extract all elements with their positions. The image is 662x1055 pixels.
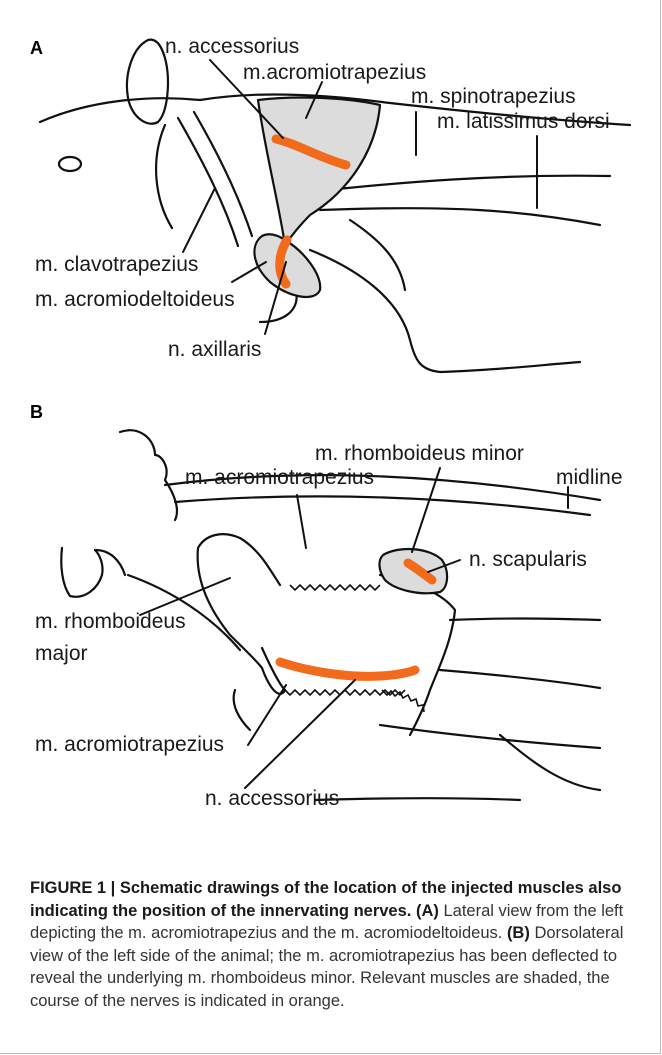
figure-drawings: A n. accessorius m.acromiotrapez [0,0,662,870]
caption-b-marker: (B) [507,924,530,942]
panel-a-letter: A [30,38,43,58]
label-m-clavotrapezius-a: m. clavotrapezius [35,253,198,276]
zigzag-top-b [290,585,380,590]
acromiotrapezius-shaded-a [258,98,380,245]
label-m-acromiotrapezius-top-b: m. acromiotrapezius [185,466,374,489]
acromiotrapezius-flap-b [262,575,455,735]
pointer-clavotrapezius-a [183,188,215,252]
pointer-accessorius-b [245,680,355,788]
back-line-b [450,619,600,621]
pointer-rhomboideus-minor-b [412,468,440,552]
back-line-2-b [440,670,600,688]
label-m-acromiotrapezius-bottom-b: m. acromiotrapezius [35,733,224,756]
head-cheek-outline-a [156,125,172,228]
back-mid-a [310,176,610,192]
pointer-acromiotrapezius-top-b [297,495,306,548]
panel-b-letter: B [30,402,43,422]
label-m-rhomboideus-major-line1-b: m. rhomboideus [35,610,186,633]
ear-outline-a [127,40,168,124]
panel-a: A n. accessorius m.acromiotrapez [30,35,630,372]
midline-line-2-b [175,496,590,515]
belly-line-b [315,798,520,800]
figure-caption: FIGURE 1 | Schematic drawings of the loc… [30,877,640,1012]
back-lower-a [320,208,600,225]
label-n-axillaris-a: n. axillaris [168,338,261,361]
label-m-acromiotrapezius-a: m.acromiotrapezius [243,61,426,84]
panel-b: B [30,402,623,810]
shoulder-line-b [234,690,250,730]
label-n-scapularis-b: n. scapularis [469,548,587,571]
label-m-rhomboideus-major-line2-b: major [35,642,88,665]
label-n-accessorius-b: n. accessorius [205,787,339,810]
label-n-accessorius-a: n. accessorius [165,35,299,58]
belly-line-a [440,362,580,372]
head-upper-outline-a [40,98,200,122]
caption-a-marker: (A) [416,902,439,920]
zigzag-right-b [382,690,424,712]
ear-outline-b [61,548,102,597]
label-m-rhomboideus-minor-b: m. rhomboideus minor [315,442,524,465]
neck-line-2-a [194,112,252,236]
label-m-acromiodeltoideus-a: m. acromiodeltoideus [35,288,235,311]
eye-outline-a [59,157,81,171]
pointer-acromiotrapezius-bottom-b [248,685,286,745]
shoulder-curve-a [310,250,440,372]
n-accessorius-nerve-b [280,662,415,676]
head-outline-b [120,430,177,520]
label-m-latissimus-dorsi-a: m. latissimus dorsi [437,110,610,133]
label-midline-b: midline [556,466,623,489]
label-m-spinotrapezius-a: m. spinotrapezius [411,85,576,108]
head-lower-b [95,550,125,575]
